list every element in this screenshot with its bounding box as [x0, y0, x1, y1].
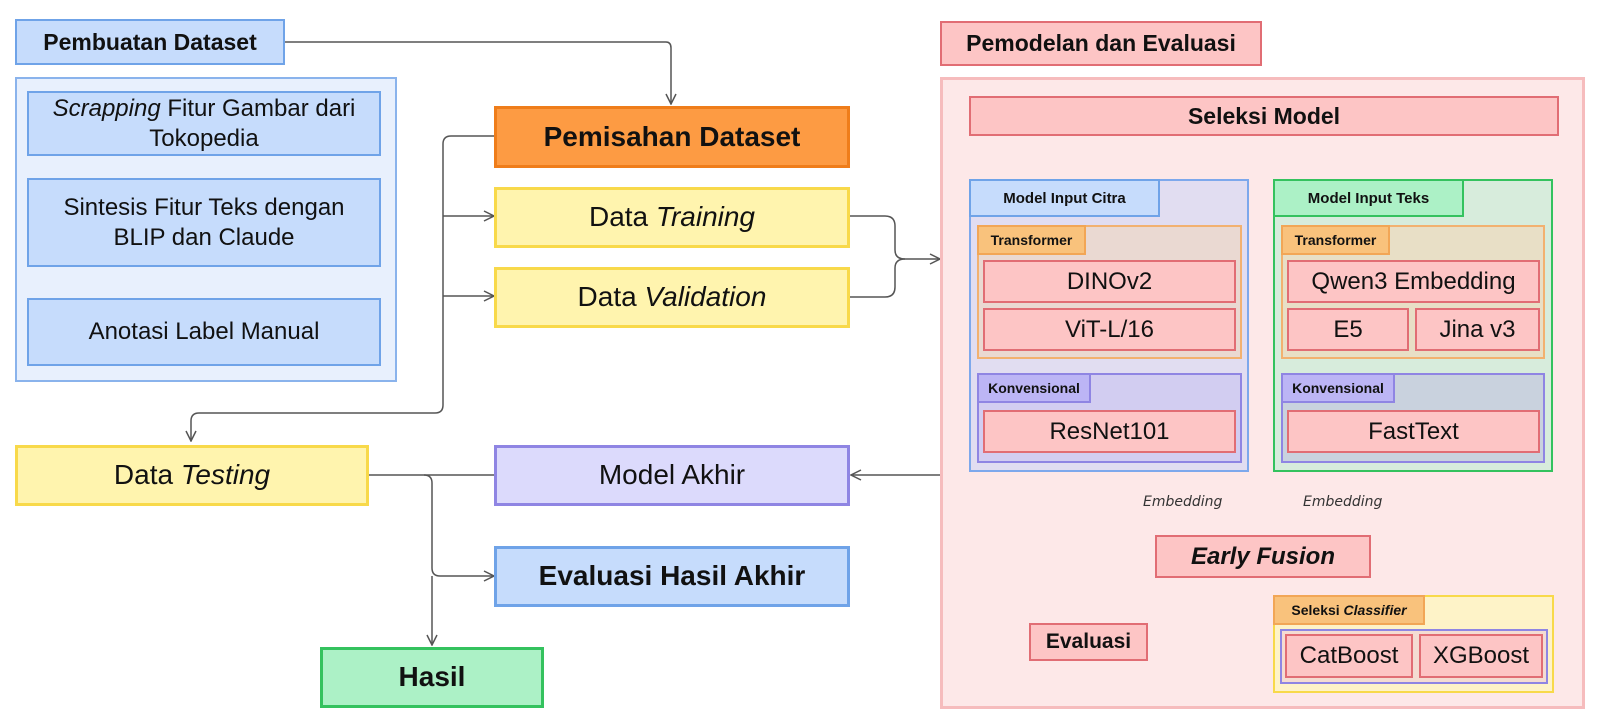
arrow-training-to-pemodelan [850, 215, 940, 259]
teks-transformer-tag: Transformer [1281, 225, 1390, 255]
model-akhir: Model Akhir [494, 445, 850, 506]
model-resnet101: ResNet101 [983, 410, 1236, 453]
anotasi-step: Anotasi Label Manual [27, 298, 381, 366]
embedding-label-citra: Embedding [1141, 494, 1225, 510]
data-training-pre: Data [588, 201, 656, 233]
pemisahan-split-line [191, 135, 494, 441]
citra-transformer-tag: Transformer [977, 225, 1086, 255]
data-validation-pre: Data [577, 281, 645, 313]
data-training-em: Training [655, 201, 756, 233]
citra-konvensional-tag: Konvensional [977, 373, 1091, 403]
pembuatan-dataset-title: Pembuatan Dataset [15, 19, 285, 65]
model-dinov2: DINOv2 [983, 260, 1236, 303]
model-qwen3-embedding: Qwen3 Embedding [1287, 260, 1540, 303]
classifier-xgboost: XGBoost [1419, 634, 1543, 678]
embedding-label-teks: Embedding [1301, 494, 1385, 510]
evaluasi: Evaluasi [1029, 623, 1148, 661]
arrow-pembuatan-to-pemisahan [284, 41, 671, 104]
seleksi-model: Seleksi Model [969, 96, 1559, 136]
teks-title: Model Input Teks [1273, 179, 1464, 217]
evaluasi-hasil-akhir: Evaluasi Hasil Akhir [494, 546, 850, 607]
data-testing: Data Testing [15, 445, 369, 506]
model-fasttext: FastText [1287, 410, 1540, 453]
seleksi-classifier-em: Classifier [1343, 602, 1407, 618]
classifier-catboost: CatBoost [1285, 634, 1413, 678]
data-training: Data Training [494, 187, 850, 248]
sintesis-step: Sintesis Fitur Teks dengan BLIP dan Clau… [27, 178, 381, 267]
model-jina-v3: Jina v3 [1415, 308, 1540, 351]
data-validation: Data Validation [494, 267, 850, 328]
teks-konvensional-tag: Konvensional [1281, 373, 1395, 403]
pemisahan-dataset: Pemisahan Dataset [494, 106, 850, 168]
seleksi-classifier-tag: Seleksi Classifier [1273, 595, 1425, 625]
line-validation-to-pemodelan [850, 258, 906, 298]
seleksi-classifier-pre: Seleksi [1291, 602, 1344, 618]
data-validation-em: Validation [644, 281, 767, 313]
data-testing-pre: Data [113, 459, 181, 491]
early-fusion: Early Fusion [1155, 535, 1371, 578]
arrow-to-evaluasi-hasil [423, 474, 494, 576]
scrapping-step: Scrapping Fitur Gambar dari Tokopedia [27, 91, 381, 156]
citra-title: Model Input Citra [969, 179, 1160, 217]
model-e5: E5 [1287, 308, 1409, 351]
model-vit-l16: ViT-L/16 [983, 308, 1236, 351]
scrapping-em: Scrapping [52, 95, 161, 123]
pemodelan-title: Pemodelan dan Evaluasi [940, 21, 1262, 66]
data-testing-em: Testing [180, 459, 271, 491]
hasil: Hasil [320, 647, 544, 708]
scrapping-rest: Fitur Gambar dari Tokopedia [149, 95, 356, 152]
